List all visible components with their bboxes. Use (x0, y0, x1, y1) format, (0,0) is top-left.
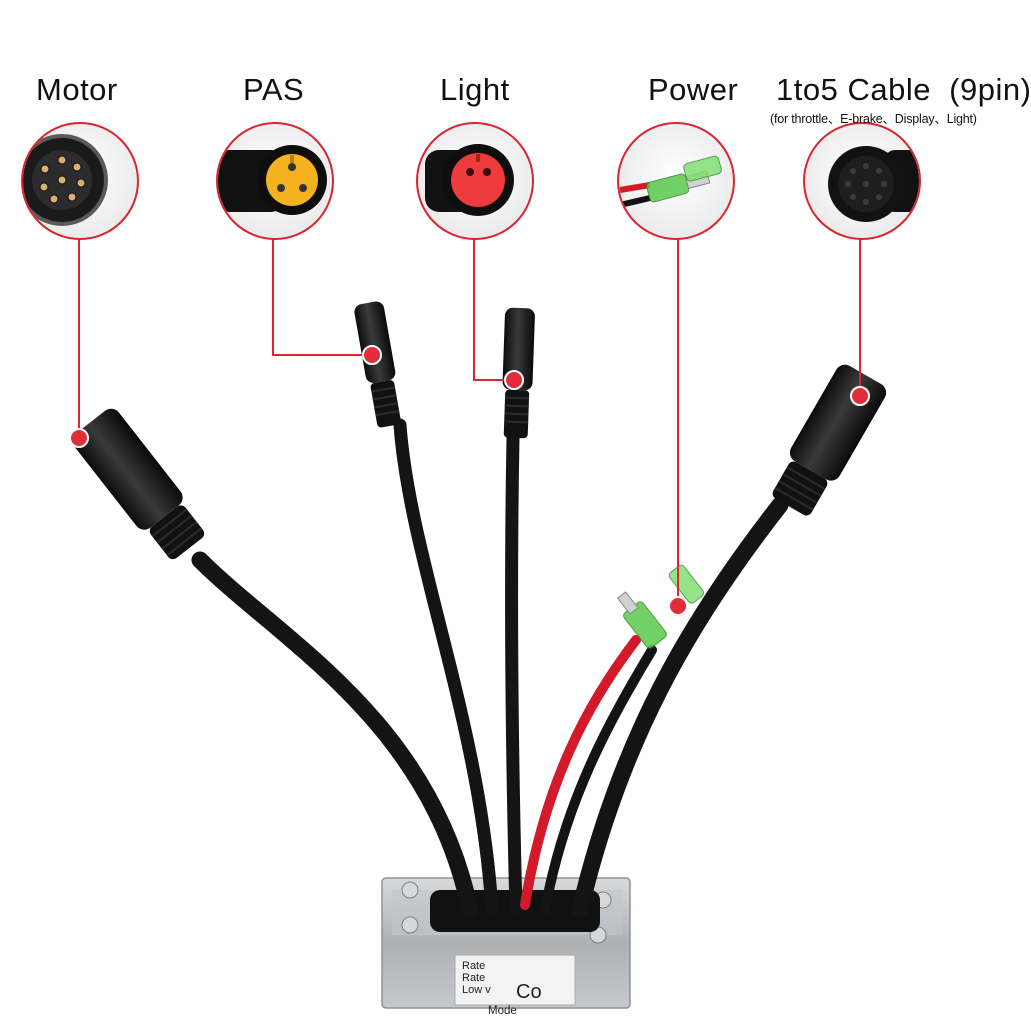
marker-cable (850, 386, 870, 406)
terminal-green-icon (617, 122, 735, 240)
label-pas: PAS (243, 72, 305, 107)
controller-housing (381, 877, 631, 1009)
label-cable-sub: (for throttle、E-brake、Display、Light) (770, 112, 977, 126)
connector-3pin-yellow-icon (216, 122, 334, 240)
marker-motor (69, 428, 89, 448)
label-motor: Motor (36, 72, 118, 107)
sticker-line1: Mode (488, 1005, 517, 1017)
wiring-illustration (21, 122, 921, 1009)
marker-light (504, 370, 524, 390)
sticker-line2: Rate (462, 960, 486, 972)
label-cable: 1to5 Cable (9pin) (776, 72, 1031, 107)
connector-red-icon (416, 122, 534, 240)
sticker-left-lines: Rate Rate Low v (462, 960, 491, 996)
cables (191, 418, 789, 919)
label-power: Power (648, 72, 739, 107)
marker-power (668, 596, 688, 616)
pas-plug (354, 301, 401, 428)
light-plug (502, 307, 535, 439)
sticker-line3: Rate (462, 972, 486, 984)
marker-pas (362, 345, 382, 365)
connector-9pin-icon (21, 122, 139, 240)
leader-lines (78, 238, 861, 606)
connector-9pin-icon (803, 122, 921, 240)
product-photo: Motor PAS Light Power 1to5 Cable (9pin) … (21, 72, 1031, 1017)
sticker-heading: Co (516, 981, 542, 1003)
markers (69, 345, 870, 616)
motor-plug (72, 408, 205, 560)
sticker-line4: Low v (462, 984, 491, 996)
label-light: Light (440, 72, 510, 107)
cable-1to5-plug (772, 364, 887, 516)
